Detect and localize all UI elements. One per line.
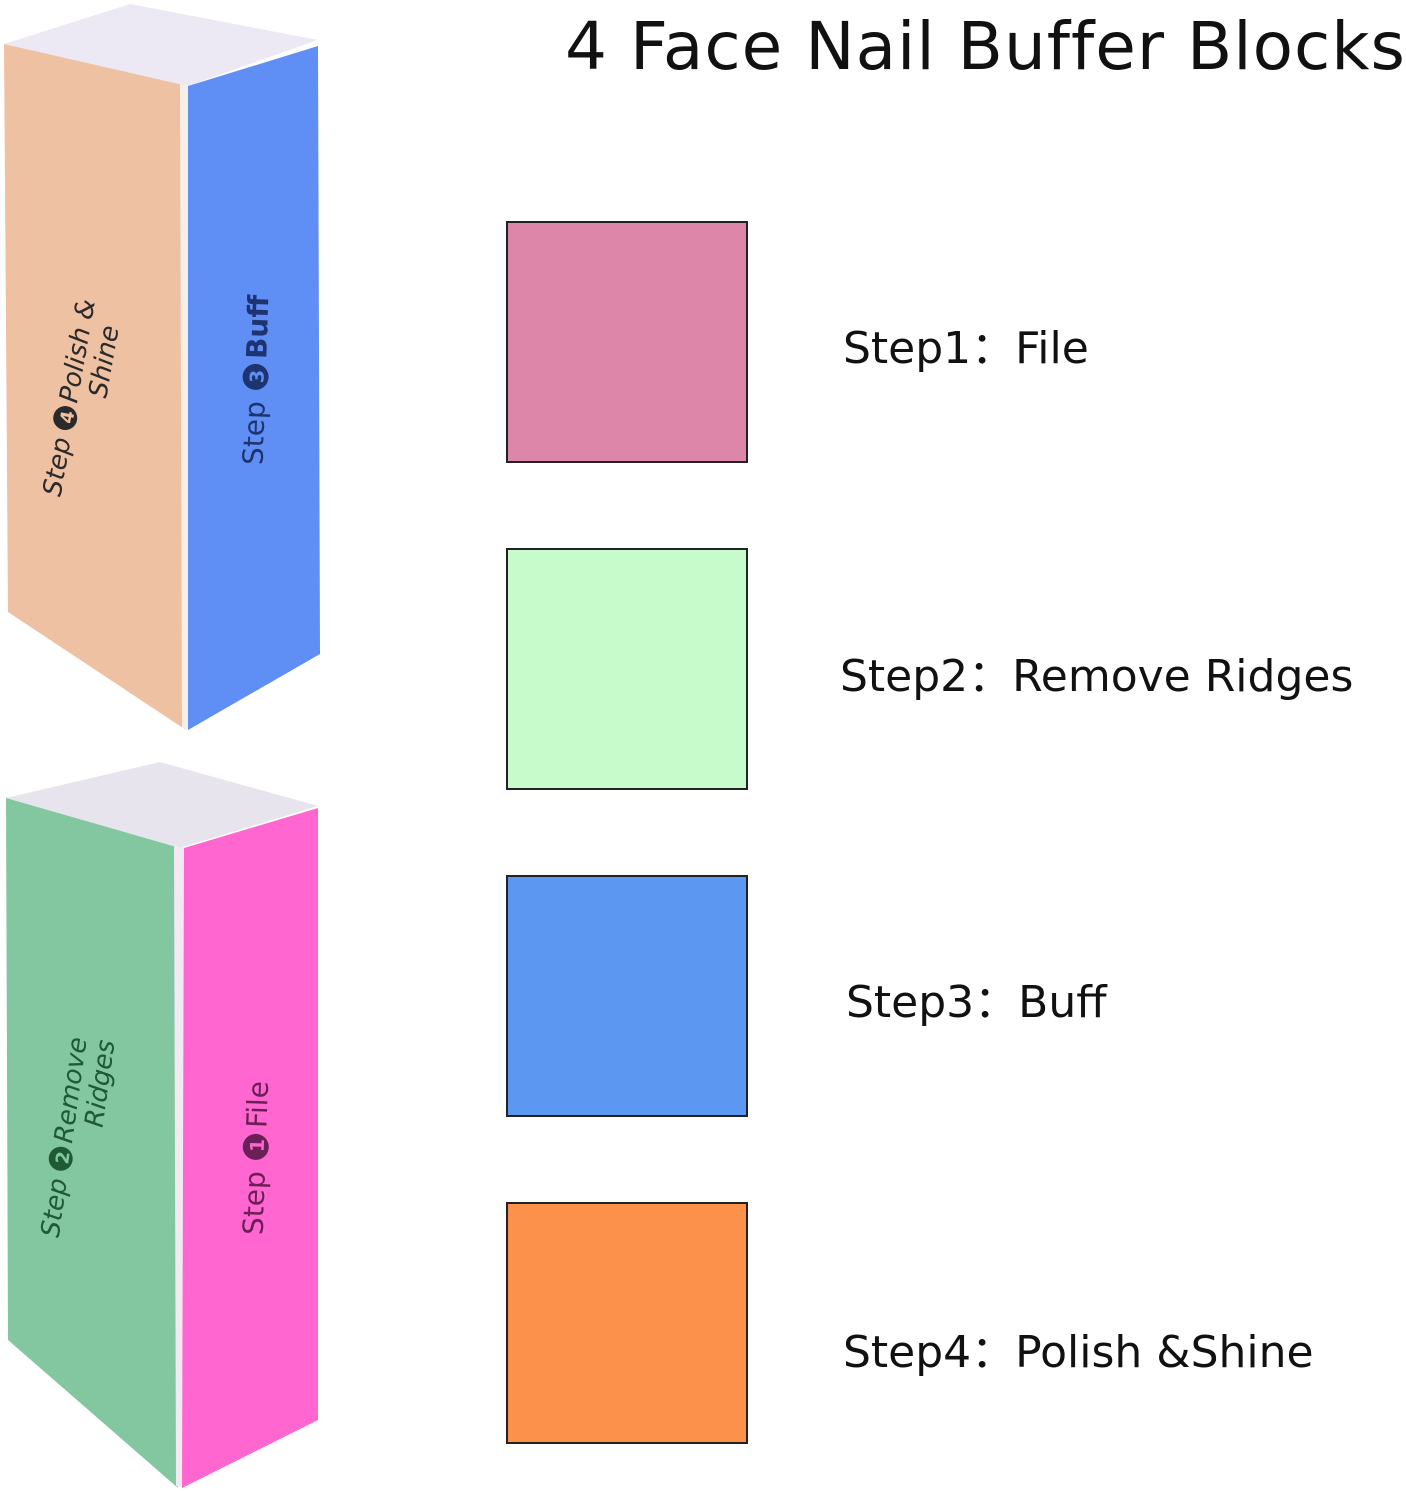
bottom-left-face-label: Step 2 Remove Ridges — [36, 1035, 122, 1239]
step2-label: Step2：Remove Ridges — [840, 651, 1354, 702]
top-right-step-text: Step — [237, 401, 272, 466]
bottom-right-face-label: Step 1 File — [237, 1081, 275, 1236]
step3-label: Step3：Buff — [846, 977, 1107, 1028]
bottom-left-step-number: 2 — [52, 1150, 75, 1165]
top-block-edge — [180, 84, 190, 730]
step2-color-swatch — [506, 548, 748, 790]
top-right-face-label: Step 3 Buff — [237, 294, 276, 465]
top-left-step-number: 4 — [56, 409, 79, 425]
step4-color-swatch — [506, 1202, 748, 1444]
top-right-step-number: 3 — [246, 369, 268, 383]
step1-color-swatch — [506, 221, 748, 463]
top-buffer-block: Step 4 Polish & Shine Step 3 Buff — [4, 4, 320, 730]
bottom-right-face-line1: File — [240, 1081, 275, 1129]
buffer-blocks-illustration: Step 4 Polish & Shine Step 3 Buff Step 2… — [4, 4, 320, 1488]
step1-label: Step1：File — [843, 323, 1089, 374]
bottom-buffer-block: Step 2 Remove Ridges Step 1 File — [6, 762, 318, 1488]
top-right-face-line1: Buff — [240, 294, 275, 359]
bottom-right-step-number: 1 — [247, 1138, 269, 1152]
step4-label: Step4：Polish &Shine — [843, 1327, 1314, 1378]
page-title: 4 Face Nail Buffer Blocks — [565, 8, 1406, 85]
top-block-top-face — [4, 4, 318, 86]
bottom-right-step-text: Step — [237, 1171, 272, 1236]
top-block-left-face — [4, 44, 188, 730]
bottom-block-top-face — [6, 762, 318, 848]
bottom-block-left-face — [6, 798, 180, 1488]
step3-color-swatch — [506, 875, 748, 1117]
